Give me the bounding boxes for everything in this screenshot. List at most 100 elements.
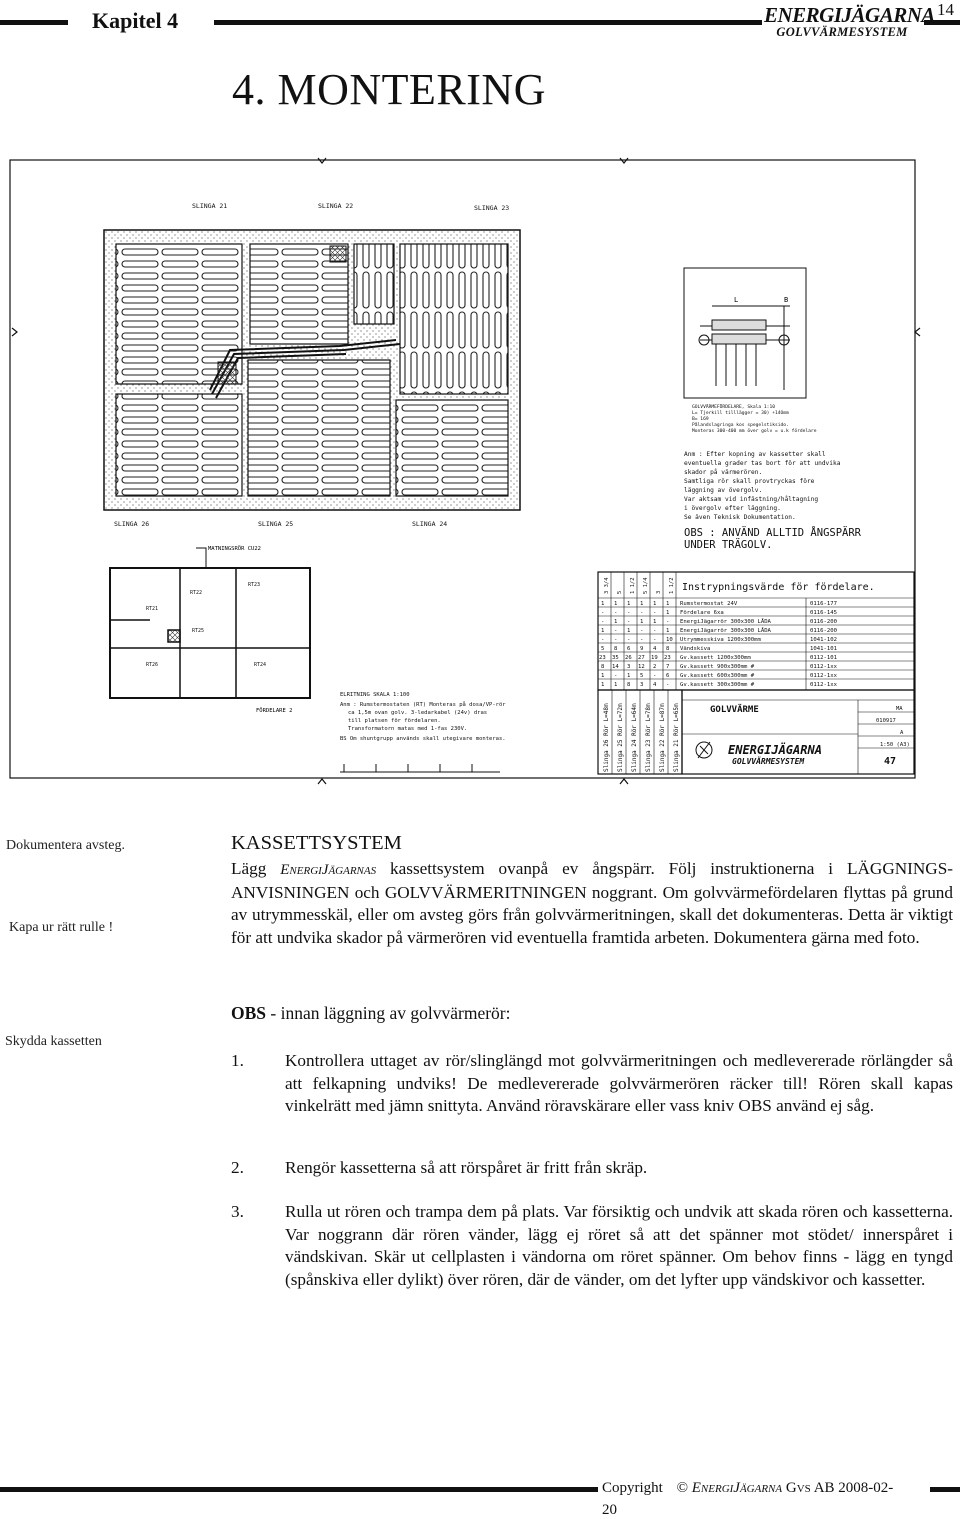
svg-text:14: 14 <box>612 664 619 670</box>
header-rule-right <box>924 20 960 25</box>
list-item-text: Rengör kassetterna så att rörspåret är f… <box>285 1158 648 1177</box>
footer-rule-left <box>0 1487 598 1492</box>
svg-text:-: - <box>653 637 656 643</box>
svg-text:till platsen för fördelaren.: till platsen för fördelaren. <box>348 718 441 724</box>
svg-text:Samtliga rör skall provtryckas: Samtliga rör skall provtryckas före <box>684 478 815 485</box>
pipe-lengths: Slinga 26 Rör L=48m Slinga 25 Rör L=72m … <box>597 689 683 775</box>
footer-rule-right <box>930 1487 960 1492</box>
svg-text:-: - <box>627 610 630 616</box>
distributor-note: GOLVVÄRMEFÖRDELARE, Skala 1:10 L= Tjerki… <box>692 403 817 434</box>
electrical-plan <box>109 567 311 699</box>
svg-text:0112-101: 0112-101 <box>810 655 837 661</box>
svg-text:Vändskiva: Vändskiva <box>680 646 710 652</box>
svg-text:3: 3 <box>656 591 662 594</box>
hunter-icon <box>695 741 713 759</box>
brand-logo: ENERGIJÄGARNA GOLVVÄRMESYSTEM <box>764 4 935 39</box>
svg-text:0112-1xx: 0112-1xx <box>810 673 838 679</box>
svg-text:0112-1xx: 0112-1xx <box>810 682 838 688</box>
svg-text:5 1/4: 5 1/4 <box>643 577 649 594</box>
svg-text:RT24: RT24 <box>254 662 266 668</box>
list-item-number: 3. <box>231 1202 244 1221</box>
obs-warning: OBS : ANVÄND ALLTID ÅNGSPÄRR UNDER TRÄGO… <box>684 526 862 551</box>
svg-text:Transformatorn matas med 1-fas: Transformatorn matas med 1-fas 230V. <box>348 726 467 732</box>
svg-text:5: 5 <box>601 646 604 652</box>
svg-text:23: 23 <box>599 655 606 661</box>
svg-text:4: 4 <box>653 682 657 688</box>
rt-labels: RT21 RT22 RT23 RT25 RT26 RT24 <box>146 582 266 668</box>
svg-text:Anm : Rumstermostaten (RT) Mon: Anm : Rumstermostaten (RT) Monteras på d… <box>340 701 506 708</box>
svg-text:-: - <box>640 610 643 616</box>
svg-text:Utrymmesskiva 1200x300mm: Utrymmesskiva 1200x300mm <box>680 637 761 643</box>
header-rule-left <box>0 20 68 25</box>
svg-text:1: 1 <box>614 601 617 607</box>
svg-text:8: 8 <box>627 682 631 688</box>
svg-text:1:50 (A3): 1:50 (A3) <box>880 742 910 748</box>
svg-text:0116-200: 0116-200 <box>810 628 837 634</box>
section-title: KASSETTSYSTEM <box>231 832 402 854</box>
svg-text:MA: MA <box>896 706 903 712</box>
svg-text:1: 1 <box>601 682 604 688</box>
scale-bar <box>340 764 500 773</box>
svg-text:1: 1 <box>601 673 604 679</box>
title-block-brand: ENERGIJÄGARNA <box>728 742 822 757</box>
svg-text:Pålandslagringa kos spegelstik: Pålandslagringa kos spegelstiksido. <box>692 421 789 428</box>
distributor-detail <box>698 305 790 390</box>
svg-text:OBS : ANVÄND ALLTID ÅNGSPÄRR: OBS : ANVÄND ALLTID ÅNGSPÄRR <box>684 526 862 539</box>
svg-text:10: 10 <box>666 637 673 643</box>
obs-text: - innan läggning av golvvärmerör: <box>266 1003 511 1023</box>
svg-text:0116-145: 0116-145 <box>810 610 837 616</box>
svg-text:-: - <box>614 628 617 634</box>
title-block: GOLVVÄRME ENERGIJÄGARNA GOLVVÄRMESYSTEM … <box>681 689 915 775</box>
svg-text:0116-200: 0116-200 <box>810 619 837 625</box>
svg-text:eventuella grader tas bort för: eventuella grader tas bort för att undvi… <box>684 460 841 467</box>
copyright-symbol: © <box>676 1480 688 1496</box>
svg-text:6: 6 <box>666 673 669 679</box>
feed-line <box>196 547 207 568</box>
svg-text:EnergiJägarrör 300x300 LÅDA: EnergiJägarrör 300x300 LÅDA <box>680 627 772 634</box>
svg-text:Slinga 26 Rör L=48m: Slinga 26 Rör L=48m <box>603 703 610 772</box>
svg-text:Slinga 23 Rör L=78m: Slinga 23 Rör L=78m <box>645 703 652 772</box>
svg-text:1: 1 <box>653 601 656 607</box>
side-note-document: Dokumentera avsteg. <box>6 838 125 853</box>
svg-text:skador på värmerören.: skador på värmerören. <box>684 467 762 476</box>
room-coils <box>115 243 509 497</box>
intro-paragraph: Lägg EnergiJägarnas kassettsystem ovanpå… <box>231 858 953 949</box>
svg-text:1: 1 <box>601 601 604 607</box>
copyright-label: Copyright <box>602 1480 663 1496</box>
svg-text:-: - <box>653 673 656 679</box>
brand-subtitle: GOLVVÄRMESYSTEM <box>776 25 908 39</box>
svg-text:Anm : Efter kopning av kassett: Anm : Efter kopning av kassetter skall <box>684 451 826 458</box>
svg-text:Gv.kassett 900x300mm #: Gv.kassett 900x300mm # <box>680 664 755 670</box>
general-note: Anm : Efter kopning av kassetter skall e… <box>684 451 841 521</box>
svg-text:RT26: RT26 <box>146 662 158 668</box>
svg-text:3 3/4: 3 3/4 <box>604 577 610 594</box>
svg-text:-: - <box>653 628 656 634</box>
svg-text:-: - <box>614 610 617 616</box>
title-block-name: GOLVVÄRME <box>710 704 759 715</box>
svg-text:8: 8 <box>601 664 605 670</box>
drawing-frame <box>9 159 916 779</box>
svg-text:Fördelare 6xa: Fördelare 6xa <box>680 610 724 616</box>
svg-text:19: 19 <box>651 655 658 661</box>
svg-text:Gv.kassett 300x300mm #: Gv.kassett 300x300mm # <box>680 682 755 688</box>
table-title: Instrypningsvärde för fördelare. <box>682 582 875 593</box>
frame-markers <box>11 157 921 785</box>
list-item-text: Rulla ut rören och trampa dem på plats. … <box>285 1202 953 1289</box>
svg-text:-: - <box>627 637 630 643</box>
distributor-2-label: FÖRDELARE 2 <box>256 707 292 714</box>
svg-text:8: 8 <box>666 646 670 652</box>
svg-text:1: 1 <box>666 601 669 607</box>
svg-text:läggning av övergolv.: läggning av övergolv. <box>684 487 762 494</box>
header-rule-middle <box>214 20 762 25</box>
svg-text:-: - <box>666 682 669 688</box>
table-header: 3 3/4 5 1 1/2 5 1/4 3 1 1/2 <box>604 577 675 594</box>
obs-heading: OBS - innan läggning av golvvärmerör: <box>231 1003 510 1024</box>
svg-text:6: 6 <box>627 646 630 652</box>
svg-text:-: - <box>601 610 604 616</box>
